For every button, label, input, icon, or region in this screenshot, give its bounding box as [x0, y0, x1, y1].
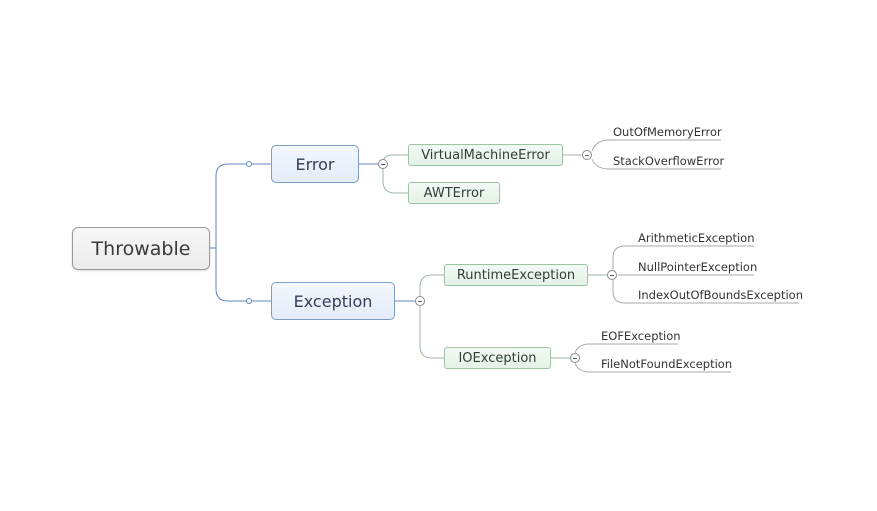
connector-exception-io — [419, 306, 444, 359]
node-error-label: Error — [295, 154, 335, 174]
connector-dot-exception — [246, 298, 252, 304]
root-node-throwable[interactable]: Throwable — [72, 227, 210, 270]
connector-error-awt — [382, 169, 408, 194]
collapse-toggle-runtime-exception[interactable] — [607, 270, 617, 280]
node-io-exception[interactable]: IOException — [444, 347, 551, 369]
connector-runtime-arith — [612, 245, 754, 270]
connector-io-fnf — [574, 362, 731, 373]
leaf-file-not-found-exception[interactable]: FileNotFoundException — [601, 357, 733, 371]
leaf-arithmetic-exception[interactable]: ArithmeticException — [638, 231, 755, 245]
connector-runtime-ioob — [612, 280, 799, 304]
node-error[interactable]: Error — [271, 145, 359, 183]
leaf-stack-overflow-error[interactable]: StackOverflowError — [613, 154, 725, 168]
node-exception-label: Exception — [293, 291, 373, 311]
node-runtime-exception-label: RuntimeException — [456, 267, 576, 283]
leaf-index-out-of-bounds-exception[interactable]: IndexOutOfBoundsException — [638, 288, 803, 302]
connector-root-exception — [210, 247, 271, 302]
node-runtime-exception[interactable]: RuntimeException — [444, 264, 588, 286]
root-node-label: Throwable — [91, 237, 191, 260]
node-exception[interactable]: Exception — [271, 282, 395, 320]
leaf-null-pointer-exception[interactable]: NullPointerException — [638, 260, 758, 274]
connector-io-eof — [574, 343, 678, 354]
node-virtual-machine-error[interactable]: VirtualMachineError — [408, 144, 563, 166]
connector-vme-soe — [591, 158, 721, 170]
node-virtual-machine-error-label: VirtualMachineError — [421, 147, 550, 163]
collapse-toggle-exception[interactable] — [415, 296, 425, 306]
node-awt-error[interactable]: AWTError — [408, 182, 500, 204]
node-awt-error-label: AWTError — [423, 185, 485, 201]
connector-dot-error — [246, 161, 252, 167]
node-io-exception-label: IOException — [458, 350, 537, 366]
collapse-toggle-error[interactable] — [378, 159, 388, 169]
connector-root-error — [210, 163, 271, 249]
leaf-eof-exception[interactable]: EOFException — [601, 329, 681, 343]
connector-exception-runtime — [419, 274, 444, 296]
collapse-toggle-virtual-machine-error[interactable] — [582, 150, 592, 160]
leaf-out-of-memory-error[interactable]: OutOfMemoryError — [613, 125, 722, 139]
connector-vme-oom — [591, 139, 721, 152]
collapse-toggle-io-exception[interactable] — [570, 353, 580, 363]
